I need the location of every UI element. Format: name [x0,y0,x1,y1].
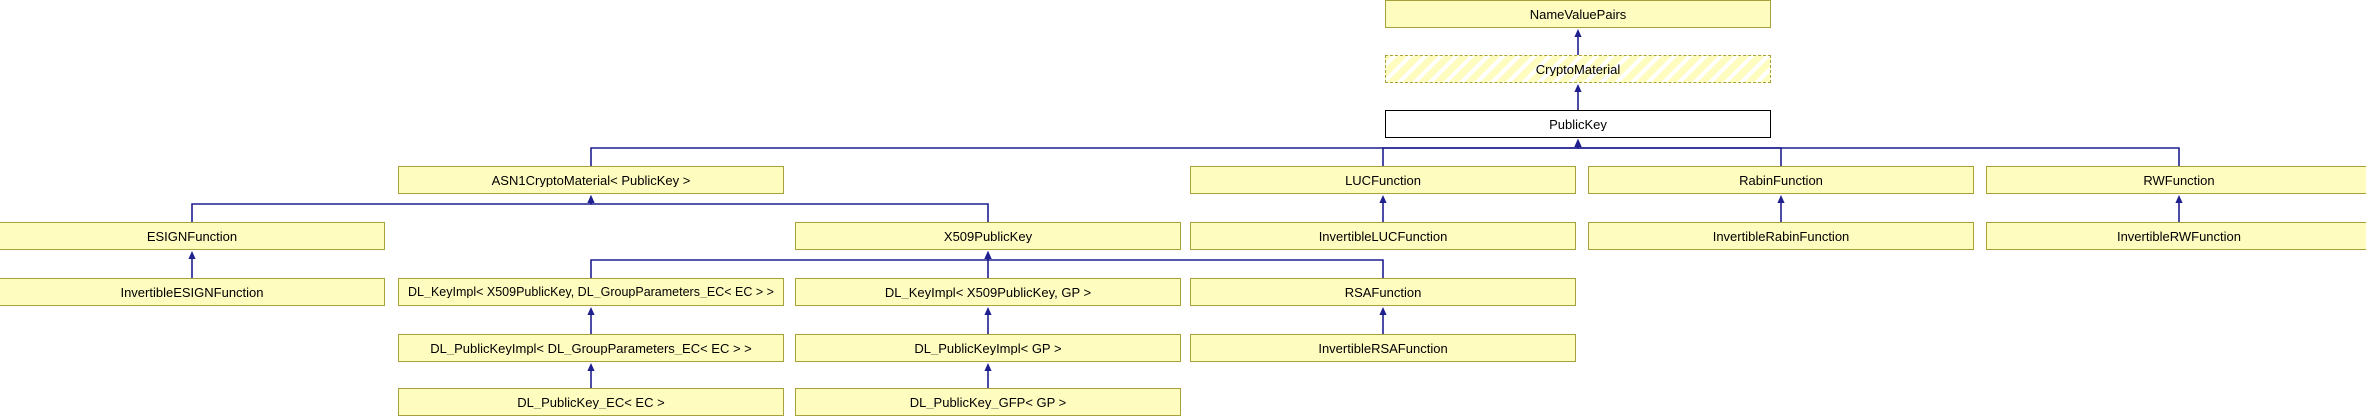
edge-rabinfunction-to-publickey [1577,142,1782,166]
edge-x509publickey-to-asn1cryptomaterial [590,198,989,222]
class-node-lucfunction[interactable]: LUCFunction [1190,166,1576,194]
class-node-dl_publickey_gfp[interactable]: DL_PublicKey_GFP< GP > [795,388,1181,416]
edge-arrowhead [984,251,992,259]
class-node-label: RabinFunction [1739,173,1823,187]
class-node-publickey[interactable]: PublicKey [1385,110,1771,138]
edge-arrowhead [2175,195,2183,203]
class-node-label: DL_KeyImpl< X509PublicKey, DL_GroupParam… [408,285,774,299]
class-node-invertiblersafunction[interactable]: InvertibleRSAFunction [1190,334,1576,362]
edge-arrowhead [1379,307,1387,315]
edge-arrowhead [984,251,992,259]
class-node-rsafunction[interactable]: RSAFunction [1190,278,1576,306]
class-node-label: DL_PublicKey_EC< EC > [517,395,665,409]
edge-arrowhead [1777,195,1785,203]
class-node-invertiblerabinfunction[interactable]: InvertibleRabinFunction [1588,222,1974,250]
class-node-invertibleesignfunction[interactable]: InvertibleESIGNFunction [0,278,385,306]
class-node-label: InvertibleRWFunction [2116,229,2242,243]
class-node-rabinfunction[interactable]: RabinFunction [1588,166,1974,194]
class-node-label: RWFunction [2143,173,2215,187]
class-node-invertiblelucfunction[interactable]: InvertibleLUCFunction [1190,222,1576,250]
class-node-label: RSAFunction [1344,285,1422,299]
class-node-label: PublicKey [1549,117,1607,131]
class-node-label: DL_KeyImpl< X509PublicKey, GP > [884,285,1092,299]
class-node-namevaluepairs[interactable]: NameValuePairs [1385,0,1771,28]
class-node-dl_publickeyimpl_gp[interactable]: DL_PublicKeyImpl< GP > [795,334,1181,362]
class-node-label: DL_PublicKeyImpl< GP > [914,341,1062,355]
edge-lucfunction-to-publickey [1382,142,1579,166]
class-node-label: InvertibleRabinFunction [1712,229,1850,243]
class-node-label: DL_PublicKeyImpl< DL_GroupParameters_EC<… [430,341,752,355]
edge-arrowhead [587,307,595,315]
class-node-dl_publickeyimpl_ec[interactable]: DL_PublicKeyImpl< DL_GroupParameters_EC<… [398,334,784,362]
class-node-cryptomaterial[interactable]: CryptoMaterial [1385,55,1771,83]
class-node-dl_keyimpl_gp[interactable]: DL_KeyImpl< X509PublicKey, GP > [795,278,1181,306]
class-node-label: ASN1CryptoMaterial< PublicKey > [491,173,691,187]
edge-arrowhead [587,195,595,203]
edge-arrowhead [1574,139,1582,147]
class-node-label: X509PublicKey [943,229,1033,243]
class-node-label: NameValuePairs [1529,7,1627,21]
class-node-invertiblerwfunction[interactable]: InvertibleRWFunction [1986,222,2366,250]
class-node-rwfunction[interactable]: RWFunction [1986,166,2366,194]
class-node-label: LUCFunction [1345,173,1421,187]
class-node-dl_keyimpl_ec[interactable]: DL_KeyImpl< X509PublicKey, DL_GroupParam… [398,278,784,306]
class-node-asn1cryptomaterial[interactable]: ASN1CryptoMaterial< PublicKey > [398,166,784,194]
edge-arrowhead [1574,29,1582,37]
class-node-label: DL_PublicKey_GFP< GP > [909,395,1067,409]
class-node-label: InvertibleRSAFunction [1318,341,1448,355]
edge-arrowhead [984,307,992,315]
edge-arrowhead [1379,195,1387,203]
edge-arrowhead [1574,84,1582,92]
class-node-label: InvertibleESIGNFunction [120,285,264,299]
edge-arrowhead [1574,139,1582,147]
edge-arrowhead [587,195,595,203]
edge-arrowhead [188,251,196,259]
edge-arrowhead [1574,139,1582,147]
edge-arrowhead [1574,139,1582,147]
edge-asn1cryptomaterial-to-publickey [590,142,1579,166]
edge-rwfunction-to-publickey [1577,142,2180,166]
class-node-x509publickey[interactable]: X509PublicKey [795,222,1181,250]
edge-esignfunction-to-asn1cryptomaterial [191,198,592,222]
edge-arrowhead [587,363,595,371]
edge-rsafunction-to-x509publickey [987,254,1384,278]
class-node-label: InvertibleLUCFunction [1318,229,1448,243]
class-node-label: CryptoMaterial [1535,62,1621,76]
edge-arrowhead [984,251,992,259]
class-node-esignfunction[interactable]: ESIGNFunction [0,222,385,250]
class-node-dl_publickey_ec[interactable]: DL_PublicKey_EC< EC > [398,388,784,416]
edge-arrowhead [984,363,992,371]
class-node-label: ESIGNFunction [146,229,238,243]
edge-dl_keyimpl_ec-to-x509publickey [590,254,989,278]
